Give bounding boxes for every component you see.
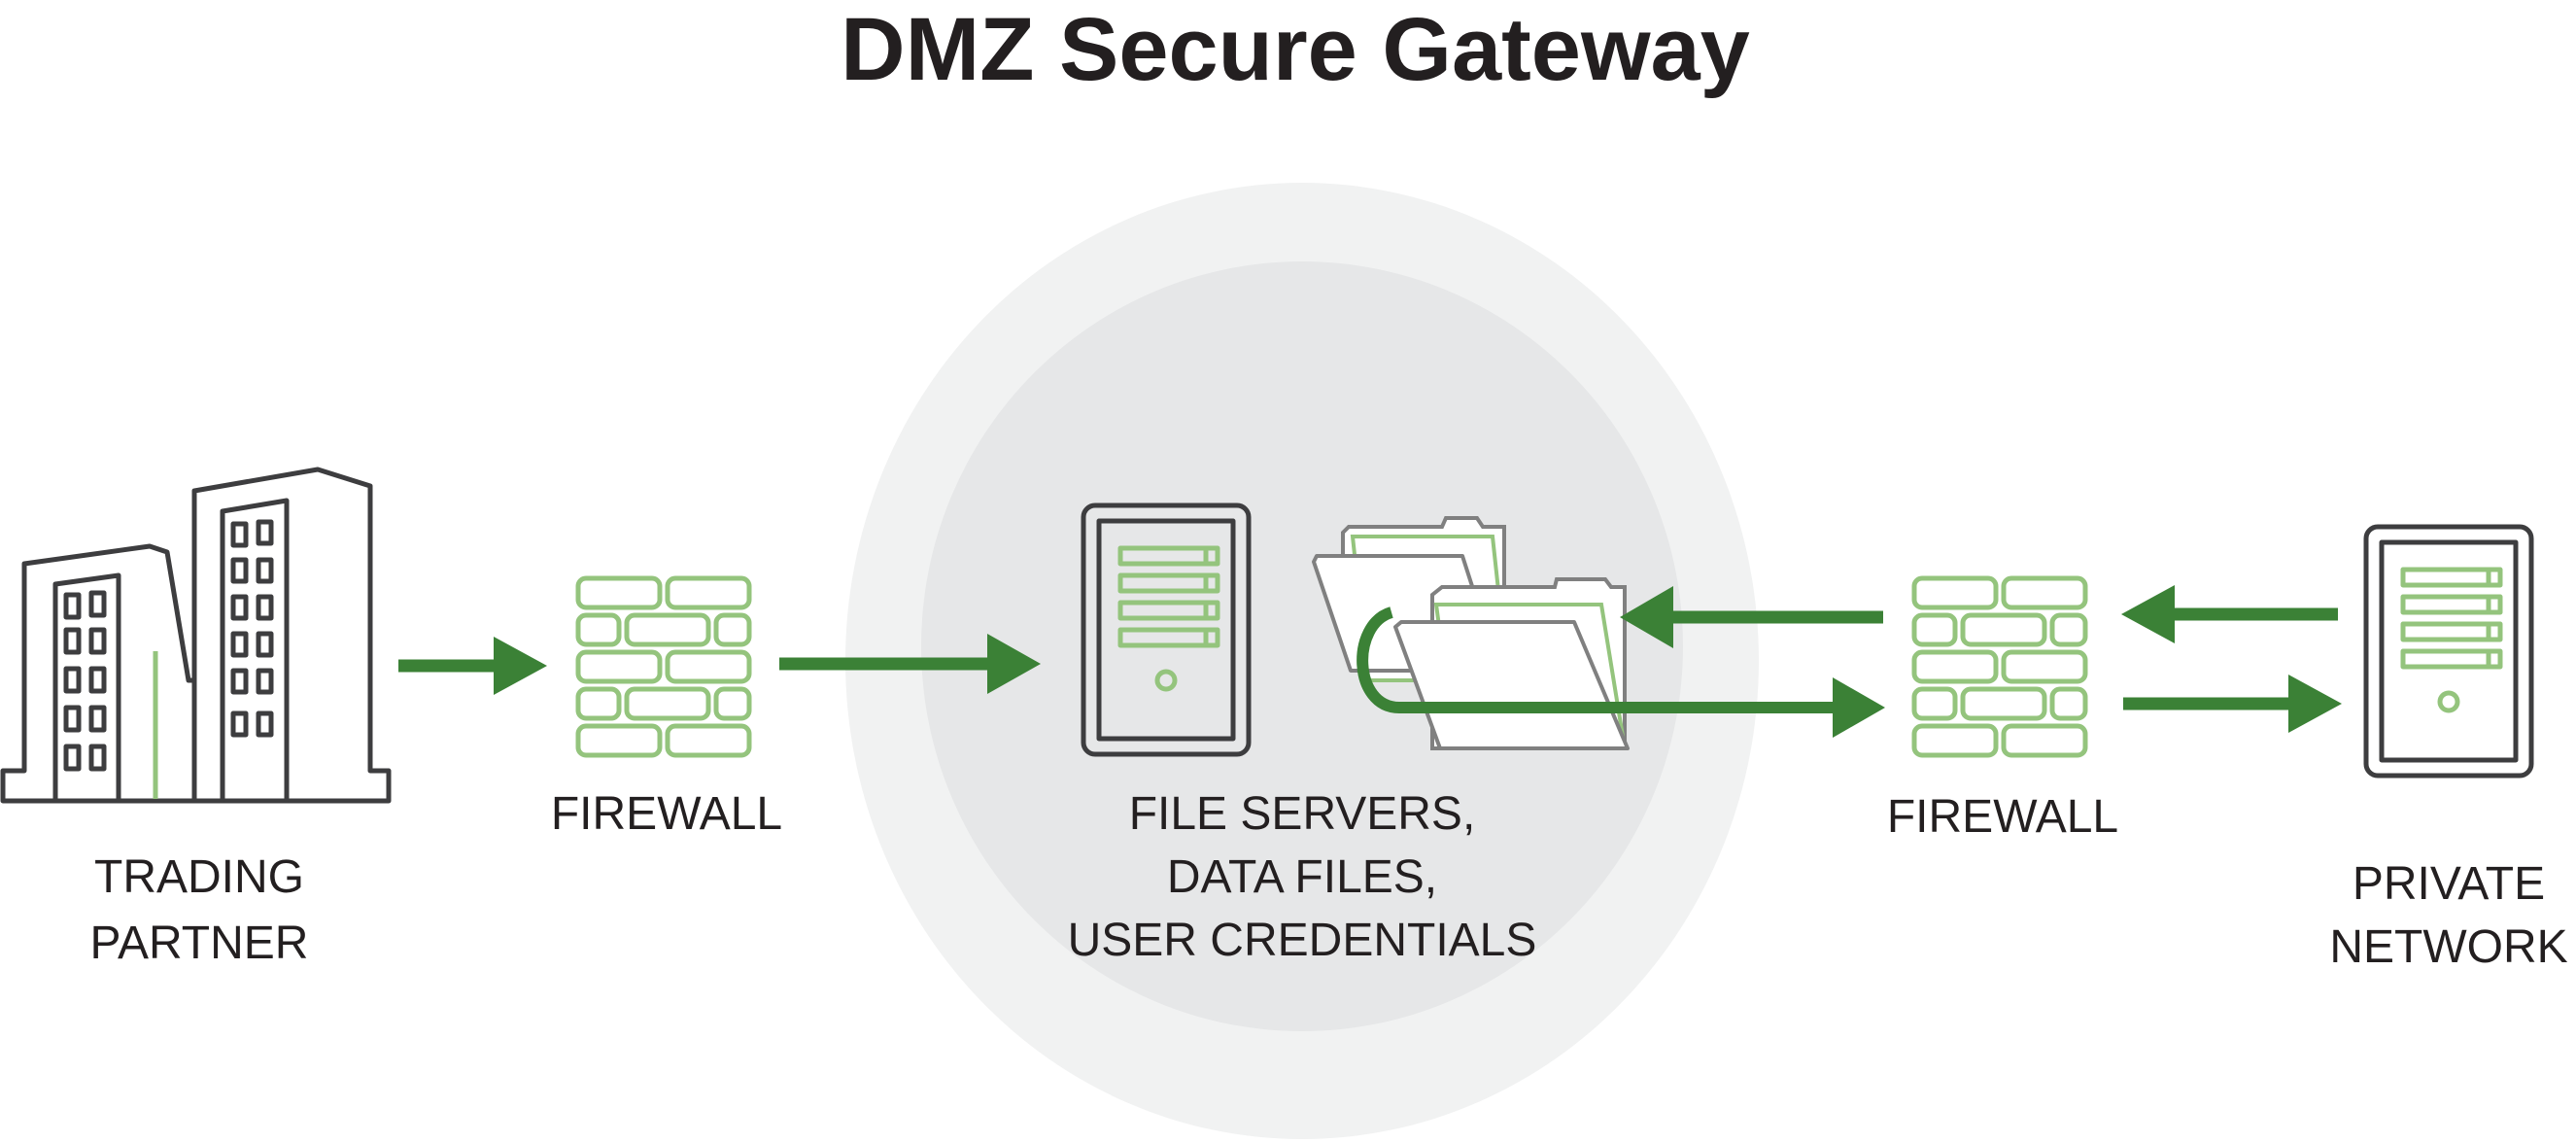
firewall-right-icon	[1914, 578, 2085, 755]
arrow-dmz-to-firewall	[1357, 606, 1885, 738]
dmz-label-line3: USER CREDENTIALS	[1068, 915, 1537, 966]
arrow-network-to-firewall	[2121, 585, 2338, 643]
arrow-firewall-to-dmz-return	[1620, 586, 1883, 648]
firewall-left-label: FIREWALL	[551, 788, 782, 840]
private-network-label-line2: NETWORK	[2329, 921, 2567, 973]
dmz-label-line2: DATA FILES,	[1167, 851, 1437, 903]
page-title: DMZ Secure Gateway	[841, 0, 1750, 99]
trading-partner-label-line2: PARTNER	[90, 918, 309, 969]
arrow-firewall-to-network	[2123, 675, 2342, 733]
private-network-label-line1: PRIVATE	[2353, 858, 2545, 910]
dmz-zone-inner	[921, 261, 1683, 1031]
firewall-right-label: FIREWALL	[1887, 791, 2118, 843]
arrow-partner-to-firewall	[398, 637, 547, 695]
firewall-left-icon	[578, 578, 749, 755]
trading-partner-label-line1: TRADING	[94, 851, 304, 903]
office-buildings-icon	[0, 467, 392, 804]
dmz-label-line1: FILE SERVERS,	[1129, 788, 1476, 840]
arrow-firewall-to-dmz	[779, 634, 1041, 694]
private-network-server-icon	[2366, 527, 2531, 776]
